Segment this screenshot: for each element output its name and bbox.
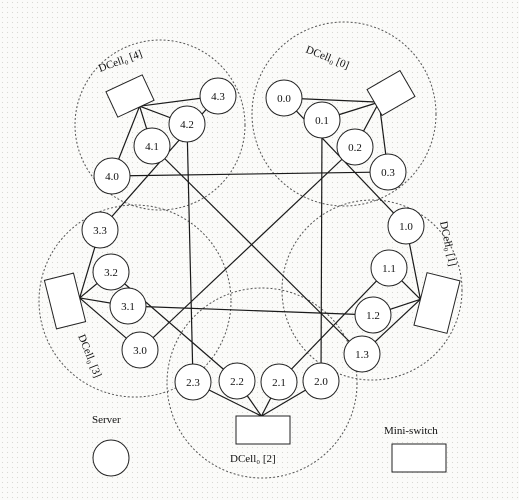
- dcell-0-label: DCell₀ [0]: [304, 44, 351, 72]
- server-circle: [168, 105, 206, 143]
- link-0-3-to-4-0: [111, 171, 389, 177]
- server-node-0-2: 0.2: [336, 128, 374, 166]
- server-label: 3.2: [104, 267, 118, 279]
- server-label: 2.3: [186, 377, 200, 389]
- server-circle: [199, 77, 237, 115]
- server-circle: [354, 296, 392, 334]
- server-node-4-1: 4.1: [133, 127, 171, 165]
- server-circle: [133, 127, 171, 165]
- server-label: 1.1: [382, 263, 396, 275]
- server-node-3-3: 3.3: [81, 211, 119, 249]
- server-label: 2.0: [314, 376, 328, 388]
- server-label: 0.2: [348, 142, 362, 154]
- dcell-3-mini-switch: [43, 272, 87, 330]
- server-node-1-2: 1.2: [354, 296, 392, 334]
- mini-switch-box: [366, 69, 416, 117]
- server-circle: [218, 362, 256, 400]
- server-circle: [93, 157, 131, 195]
- legend-server-label: Server: [92, 414, 121, 426]
- server-circle: [265, 79, 303, 117]
- server-circle: [303, 101, 341, 139]
- mini-switch-box: [105, 74, 155, 118]
- server-circle: [336, 128, 374, 166]
- dcell-1-mini-switch: [413, 272, 461, 334]
- server-node-2-2: 2.2: [218, 362, 256, 400]
- mini-switch-box: [235, 415, 291, 445]
- server-circle: [121, 331, 159, 369]
- server-node-2-0: 2.0: [302, 362, 340, 400]
- server-node-1-0: 1.0: [387, 207, 425, 245]
- server-circle: [370, 249, 408, 287]
- dcell-0-boundary: [251, 21, 437, 207]
- server-node-2-3: 2.3: [174, 363, 212, 401]
- server-label: 4.0: [105, 171, 119, 183]
- server-circle: [369, 153, 407, 191]
- server-node-4-3: 4.3: [199, 77, 237, 115]
- legend-mini-switch-icon: [391, 443, 447, 473]
- server-label: 3.3: [93, 225, 107, 237]
- server-circle: [302, 362, 340, 400]
- server-node-3-0: 3.0: [121, 331, 159, 369]
- server-circle: [387, 207, 425, 245]
- mini-switch-box: [413, 272, 461, 334]
- server-label: 2.1: [272, 377, 286, 389]
- server-label: 4.3: [211, 91, 225, 103]
- dcell-0-mini-switch: [366, 69, 416, 117]
- server-label: 0.1: [315, 115, 329, 127]
- server-label: 0.0: [277, 93, 291, 105]
- link-0-1-to-2-0: [320, 119, 323, 382]
- dcell-2-mini-switch: [235, 415, 291, 445]
- server-label: 3.1: [121, 301, 135, 313]
- server-label: 2.2: [230, 376, 244, 388]
- dcell-3-boundary: [38, 204, 232, 398]
- server-node-0-1: 0.1: [303, 101, 341, 139]
- server-node-1-1: 1.1: [370, 249, 408, 287]
- mini-switch-box: [43, 272, 87, 330]
- server-node-4-2: 4.2: [168, 105, 206, 143]
- server-label: 1.0: [399, 221, 413, 233]
- dcell-3-label: DCell₀ [3]: [75, 333, 103, 380]
- server-label: 1.3: [355, 349, 369, 361]
- link-1-2-to-3-1: [127, 305, 374, 316]
- server-node-2-1: 2.1: [260, 363, 298, 401]
- dcell-1-label: DCell₀ [1]: [437, 220, 458, 267]
- server-circle: [92, 253, 130, 291]
- server-circle: [174, 363, 212, 401]
- server-node-1-3: 1.3: [343, 335, 381, 373]
- dcell-2-label: DCell₀ [2]: [230, 453, 276, 465]
- server-label: 4.1: [145, 141, 159, 153]
- server-node-0-3: 0.3: [369, 153, 407, 191]
- legend-mini-switch-label: Mini-switch: [384, 425, 438, 437]
- server-label: 1.2: [366, 310, 380, 322]
- link-0-2-to-3-0: [139, 146, 356, 351]
- link-1-3-to-4-1: [151, 145, 363, 355]
- dcell-1-boundary: [281, 199, 463, 381]
- server-label: 3.0: [133, 345, 147, 357]
- dcell-4-label: DCell₀ [4]: [97, 48, 144, 75]
- dcell-4-mini-switch: [105, 74, 155, 118]
- server-node-3-1: 3.1: [109, 287, 147, 325]
- link-2-3-to-4-2: [186, 123, 194, 383]
- server-label: 0.3: [381, 167, 395, 179]
- server-node-3-2: 3.2: [92, 253, 130, 291]
- server-circle: [81, 211, 119, 249]
- server-circle: [109, 287, 147, 325]
- link-1-1-to-2-1: [278, 267, 390, 383]
- server-node-4-0: 4.0: [93, 157, 131, 195]
- server-node-0-0: 0.0: [265, 79, 303, 117]
- server-circle: [343, 335, 381, 373]
- server-circle: [260, 363, 298, 401]
- legend-server-icon: [92, 439, 130, 477]
- server-label: 4.2: [180, 119, 194, 131]
- dcell-2-boundary: [166, 287, 358, 479]
- dcell-4-boundary: [74, 39, 246, 211]
